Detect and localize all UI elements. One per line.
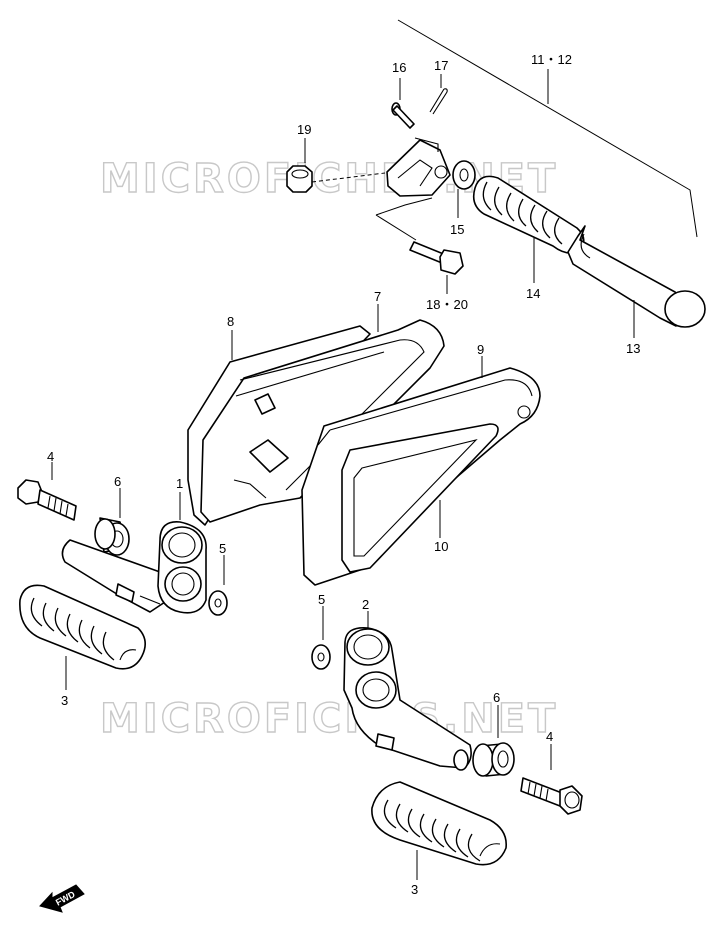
fwd-direction-badge: FWD (39, 884, 85, 913)
callout-2: 2 (362, 597, 369, 612)
callout-10: 10 (434, 539, 448, 554)
bracket-plates (187, 304, 541, 586)
callout-19: 19 (297, 122, 311, 137)
callout-18-20: 18・20 (426, 297, 468, 312)
callout-8: 8 (227, 314, 234, 329)
callout-labels: 11・12 16 17 19 15 18・20 14 13 8 7 9 1 4 … (47, 52, 640, 897)
left-footrest-assembly (17, 462, 228, 690)
nut-19 (286, 165, 313, 193)
washer-5-left (208, 590, 228, 616)
footrest-hanger-2 (343, 626, 472, 771)
dash-18-20 (375, 197, 433, 216)
footrest-rubber-3-left (19, 584, 146, 670)
fwd-arrow-icon (39, 884, 85, 913)
callout-11-12: 11・12 (531, 52, 572, 67)
callout-4-right: 4 (546, 729, 553, 744)
clip-17 (429, 88, 448, 115)
callout-16: 16 (392, 60, 406, 75)
pin-16 (391, 102, 415, 129)
callout-7: 7 (374, 289, 381, 304)
bracket-line-11-12 (397, 19, 698, 238)
dash-19 (311, 172, 386, 183)
bracket-7 (200, 319, 445, 523)
callout-13: 13 (626, 341, 640, 356)
callout-17: 17 (434, 58, 448, 73)
dash-bolt-18 (375, 214, 417, 241)
callout-9: 9 (477, 342, 484, 357)
callout-5-left: 5 (219, 541, 226, 556)
gasket-10 (341, 423, 499, 573)
callout-6-right: 6 (493, 690, 500, 705)
callout-5-right: 5 (318, 592, 325, 607)
right-footrest-assembly (311, 606, 583, 880)
bolt-18-20 (409, 241, 464, 275)
watermark-bottom: MICROFICHES.NET (100, 696, 558, 742)
bushing-6-right (472, 742, 515, 777)
footrest-13 (567, 225, 706, 328)
callout-3-right: 3 (411, 882, 418, 897)
callout-15: 15 (450, 222, 464, 237)
washer-15 (452, 160, 476, 190)
callout-1: 1 (176, 476, 183, 491)
washer-5-right (311, 644, 331, 670)
assembly-11-12 (286, 19, 706, 338)
bolt-4-left (17, 479, 77, 521)
bolt-4-right (520, 777, 583, 815)
bushing-6-left (94, 517, 130, 556)
callout-3-left: 3 (61, 693, 68, 708)
footrest-rubber-3-right (371, 781, 507, 866)
footrest-hanger-1 (61, 521, 207, 614)
callout-14: 14 (526, 286, 540, 301)
footrest-holder (386, 137, 451, 197)
callout-4-left: 4 (47, 449, 54, 464)
callout-6-left: 6 (114, 474, 121, 489)
